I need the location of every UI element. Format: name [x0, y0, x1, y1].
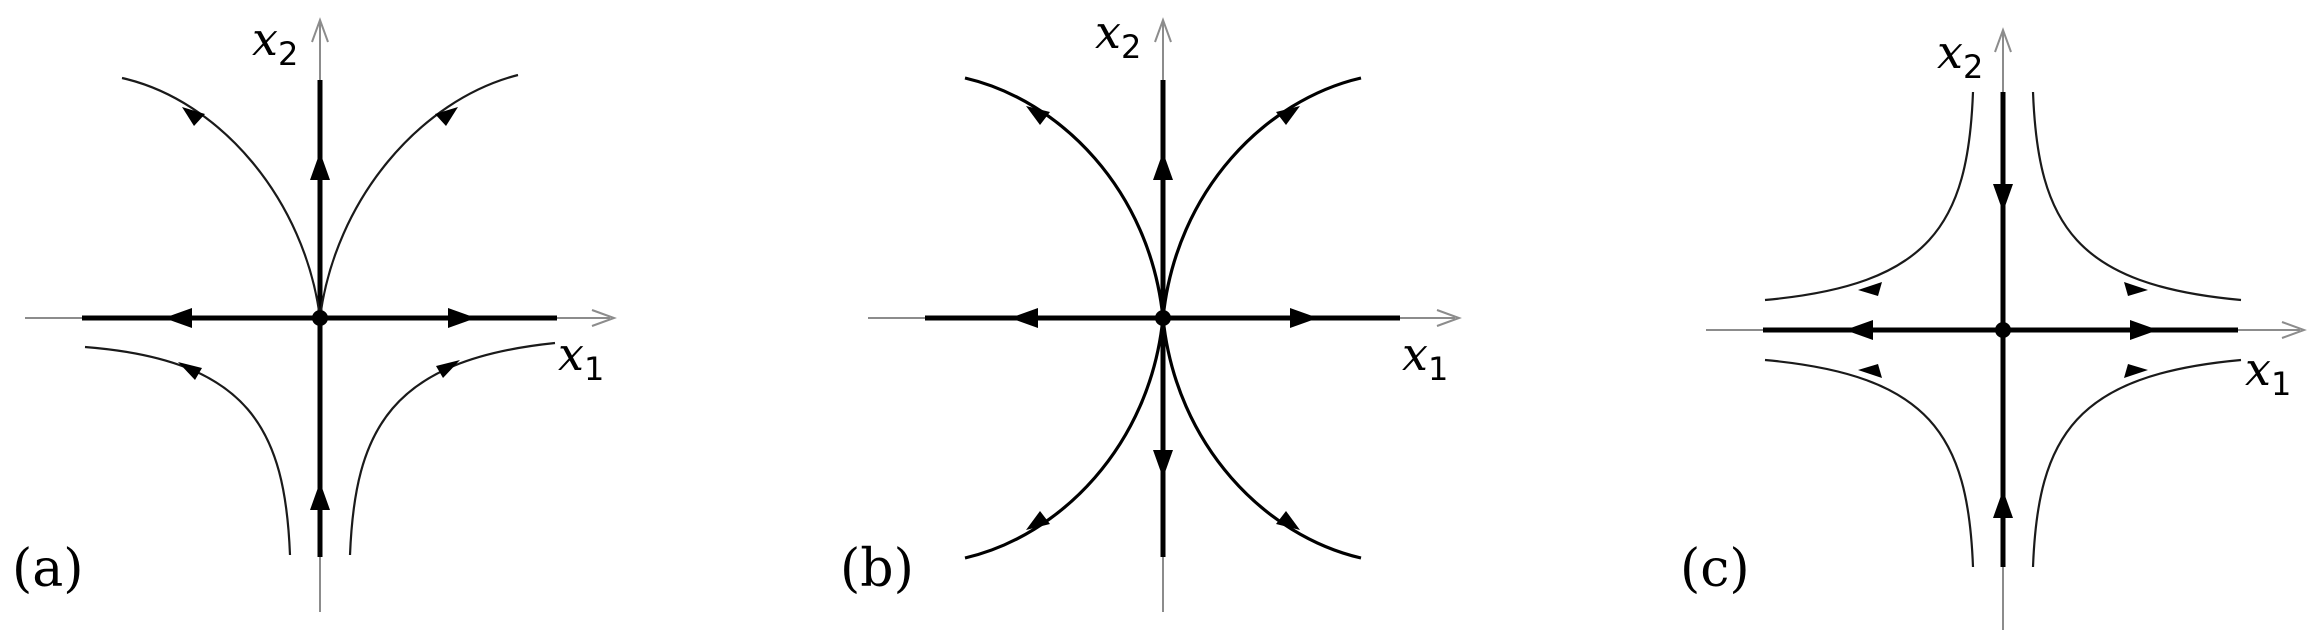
panel-a-arrow-up-lower: [310, 482, 330, 510]
panel-b-label: (b): [840, 539, 914, 599]
panel-b-trajectory-lower-left: [964, 317, 1165, 560]
panel-a-label: (a): [12, 539, 84, 599]
panel-c-trajectory-lower-left: [1764, 358, 1975, 568]
panel-c-origin-point: [1995, 322, 2011, 338]
panel-c-arrow-up: [1993, 490, 2013, 518]
panel-c-arrow-down: [1993, 184, 2013, 212]
panel-b-traj-arrow-ul: [1026, 106, 1050, 125]
panel-b-y-axis-arrow: [1154, 17, 1172, 43]
panel-b-x-axis-arrow: [1436, 309, 1462, 327]
panel-c-y-axis-arrow: [1994, 27, 2012, 53]
panel-b-traj-arrow-ur: [1276, 106, 1300, 125]
panel-a-traj-arrow-ll: [178, 362, 202, 380]
panel-c-traj-arrow-lr: [2124, 364, 2148, 378]
panel-a-trajectory-upper-right: [318, 73, 519, 319]
panel-a-x-label: x1: [558, 327, 604, 388]
panel-c-label: (c): [1680, 539, 1750, 599]
panel-a-arrow-left: [164, 308, 192, 328]
panel-b-arrow-down: [1153, 450, 1173, 478]
panel-b-traj-arrow-ll: [1026, 511, 1050, 530]
panel-b: x2 x1 (b): [840, 5, 1462, 612]
panel-b-trajectory-lower-right: [1161, 317, 1362, 560]
panel-b-arrow-up: [1153, 152, 1173, 180]
panel-a-traj-arrow-lr: [436, 360, 460, 378]
panel-b-trajectory-upper-right: [1161, 76, 1362, 319]
panel-b-arrow-left: [1010, 308, 1038, 328]
panel-c-trajectory-lower-right: [2031, 358, 2242, 568]
panel-a-trajectory-lower-left: [84, 345, 292, 556]
panel-c-traj-arrow-ur: [2124, 282, 2148, 296]
panel-c-x-axis-arrow: [2281, 321, 2307, 339]
panel-c-arrow-left: [1845, 320, 1873, 340]
panel-c-arrow-right: [2130, 320, 2158, 340]
panel-a-arrow-up-upper: [310, 152, 330, 180]
panel-a-origin-point: [312, 310, 328, 326]
panel-b-y-label: x2: [1095, 5, 1141, 66]
panel-a-traj-arrow-ul: [182, 107, 205, 126]
panel-c: x2 x1 (c): [1680, 25, 2307, 630]
panel-a: x2 x1 (a): [12, 12, 617, 612]
panel-b-trajectory-upper-left: [964, 76, 1165, 319]
panel-b-arrow-right: [1290, 308, 1318, 328]
panel-c-trajectory-upper-left: [1764, 91, 1975, 302]
panel-c-y-label: x2: [1937, 25, 1983, 86]
panel-a-arrow-right: [448, 308, 476, 328]
panel-b-traj-arrow-lr: [1276, 511, 1300, 530]
panel-a-traj-arrow-ur: [435, 107, 458, 126]
panel-a-y-axis-arrow: [311, 17, 329, 43]
panel-c-traj-arrow-ll: [1858, 364, 1882, 378]
panel-a-trajectory-lower-right: [348, 341, 556, 556]
panel-b-x-label: x1: [1402, 327, 1448, 388]
panel-c-trajectory-upper-right: [2031, 91, 2242, 302]
panel-a-y-label: x2: [252, 12, 298, 73]
panel-a-x-axis-arrow: [591, 309, 617, 327]
panel-a-trajectory-upper-left: [121, 76, 322, 319]
panel-c-x-label: x1: [2245, 342, 2291, 403]
panel-c-traj-arrow-ul: [1858, 282, 1882, 296]
panel-b-origin-point: [1155, 310, 1171, 326]
